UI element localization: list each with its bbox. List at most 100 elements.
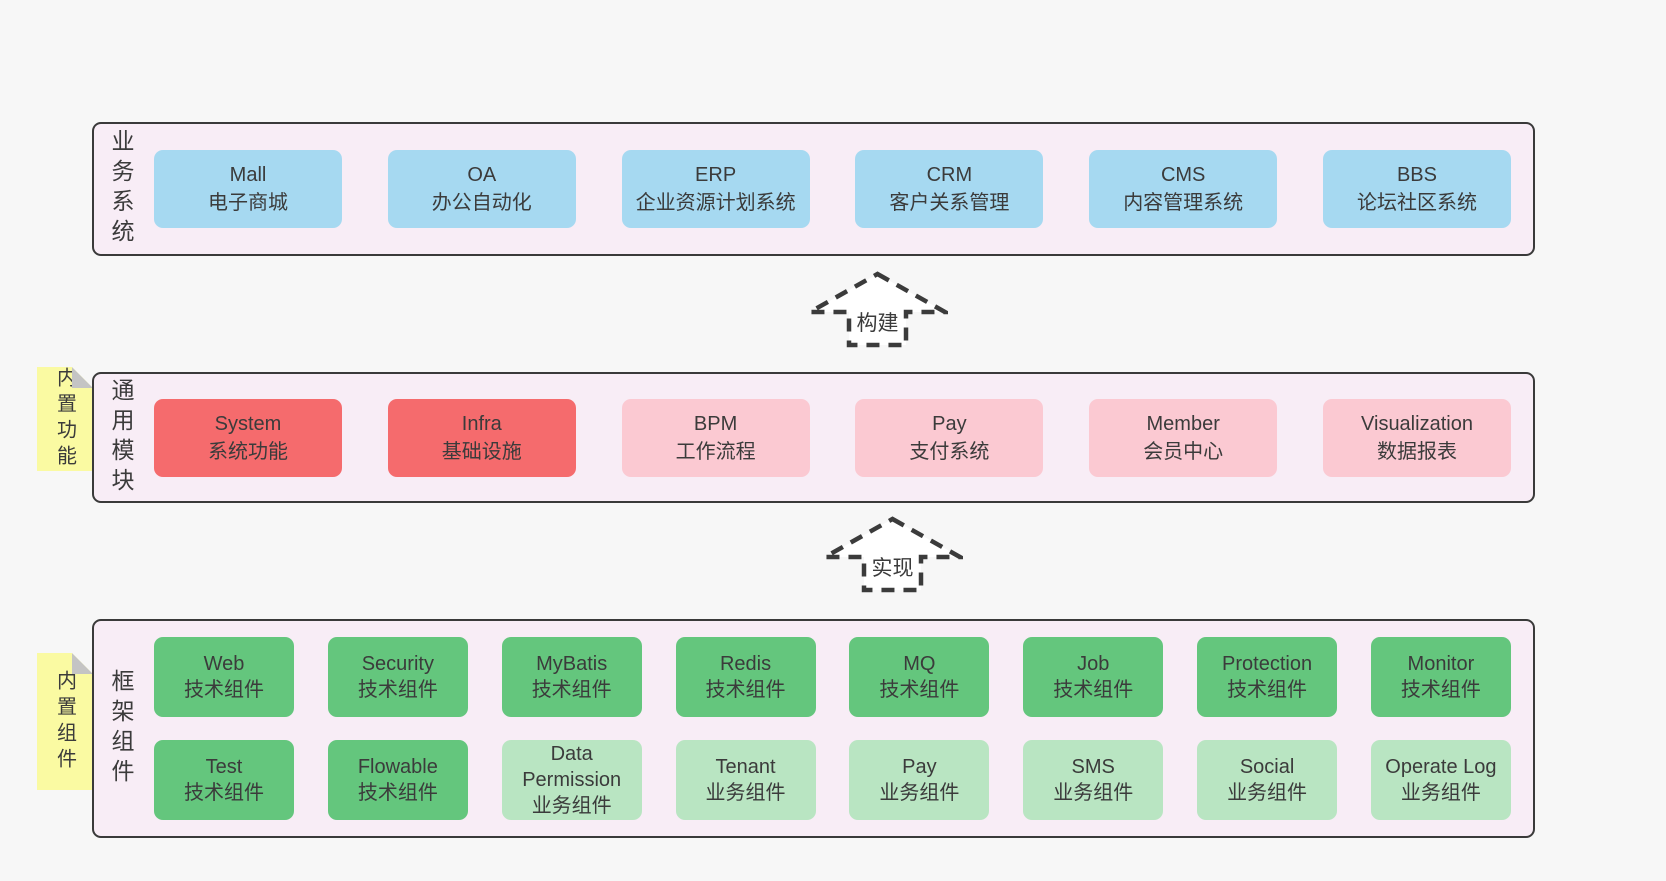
sticky-built-in-components: 内置组件 [37, 653, 93, 790]
box-subtitle: 工作流程 [675, 440, 756, 463]
box-title: Web [203, 653, 245, 675]
box-subtitle: 系统功能 [208, 440, 288, 463]
box-subtitle: 技术组件 [531, 679, 612, 701]
box-data-permission: Data Permission 业务组件 [501, 740, 642, 820]
box-operate-log: Operate Log 业务组件 [1370, 740, 1511, 820]
box-title: Social [1239, 756, 1295, 778]
box-pay-system: Pay 支付系统 [855, 398, 1044, 477]
box-title: Test [205, 756, 243, 778]
box-system: System 系统功能 [154, 398, 342, 477]
box-subtitle: 办公自动化 [431, 192, 532, 214]
box-subtitle: 业务组件 [531, 795, 612, 817]
box-subtitle: 技术组件 [357, 679, 438, 701]
build-arrow-label: 构建 [854, 307, 901, 337]
band-business-content: Mall 电子商城 OA 办公自动化 ERP 企业资源计划系统 CRM 客户关系… [138, 150, 1533, 228]
box-title: OA [467, 164, 497, 186]
box-cms: CMS 内容管理系统 [1089, 150, 1278, 228]
box-subtitle: 数据报表 [1376, 440, 1457, 463]
box-title: ERP [695, 164, 737, 186]
framework-row-1: Web 技术组件 Security 技术组件 MyBatis 技术组件 Redi… [154, 637, 1511, 717]
build-arrow: 构建 [807, 271, 948, 349]
box-subtitle: 技术组件 [357, 782, 438, 804]
band-common-modules: 通用模块 System 系统功能 Infra 基础设施 BPM 工作流程 Pay… [92, 372, 1535, 503]
box-title: SMS [1071, 756, 1115, 778]
box-title: MyBatis [536, 653, 608, 675]
box-social: Social 业务组件 [1197, 740, 1338, 820]
box-subtitle: 技术组件 [184, 679, 264, 701]
folded-corner-icon [72, 367, 93, 388]
box-subtitle: 技术组件 [879, 679, 960, 701]
implement-arrow-label: 实现 [869, 552, 916, 582]
box-title: Mall [229, 164, 267, 186]
box-subtitle: 技术组件 [1400, 679, 1481, 701]
box-oa: OA 办公自动化 [387, 150, 576, 228]
box-security: Security 技术组件 [327, 637, 468, 717]
box-subtitle: 业务组件 [705, 782, 786, 804]
sticky-text: 内置组件 [53, 669, 76, 774]
box-subtitle: 论坛社区系统 [1356, 192, 1477, 214]
box-sms: SMS 业务组件 [1023, 740, 1164, 820]
box-infra: Infra 基础设施 [387, 398, 576, 477]
box-subtitle: 业务组件 [879, 782, 960, 804]
box-bbs: BBS 论坛社区系统 [1322, 150, 1511, 228]
box-subtitle: 业务组件 [1400, 782, 1481, 804]
band-modules-content: System 系统功能 Infra 基础设施 BPM 工作流程 Pay 支付系统… [138, 398, 1533, 477]
box-title: Tenant [715, 756, 776, 778]
box-title: System [214, 412, 282, 435]
box-subtitle: 支付系统 [909, 440, 990, 463]
box-subtitle: 业务组件 [1053, 782, 1134, 804]
box-mall: Mall 电子商城 [154, 150, 342, 228]
box-title: Infra [461, 412, 502, 435]
box-protection: Protection 技术组件 [1197, 637, 1338, 717]
box-title: CRM [926, 164, 973, 186]
box-title: Protection [1222, 653, 1313, 675]
sticky-built-in-features: 内置功能 [37, 367, 93, 471]
box-title: Visualization [1361, 412, 1473, 435]
box-title: Member [1146, 412, 1220, 435]
band-framework-components: 框架组件 Web 技术组件 Security 技术组件 MyBatis 技术组件… [92, 619, 1535, 838]
box-title: Data Permission [522, 743, 622, 791]
box-title: BBS [1396, 164, 1437, 186]
box-title: Monitor [1407, 653, 1475, 675]
box-title: Redis [719, 653, 772, 675]
box-job: Job 技术组件 [1023, 637, 1164, 717]
box-flowable: Flowable 技术组件 [327, 740, 468, 820]
box-subtitle: 技术组件 [1053, 679, 1134, 701]
box-web: Web 技术组件 [154, 637, 294, 717]
box-visualization: Visualization 数据报表 [1322, 398, 1511, 477]
box-title: BPM [693, 412, 738, 435]
box-crm: CRM 客户关系管理 [855, 150, 1044, 228]
box-subtitle: 技术组件 [705, 679, 786, 701]
box-subtitle: 内容管理系统 [1123, 192, 1244, 214]
box-tenant: Tenant 业务组件 [675, 740, 816, 820]
box-subtitle: 技术组件 [184, 782, 264, 804]
folded-corner-icon [72, 653, 93, 674]
box-title: Operate Log [1385, 756, 1497, 778]
box-monitor: Monitor 技术组件 [1370, 637, 1511, 717]
box-title: Job [1077, 653, 1110, 675]
box-title: Security [361, 653, 434, 675]
band-framework-content: Web 技术组件 Security 技术组件 MyBatis 技术组件 Redi… [138, 637, 1533, 820]
box-title: Flowable [357, 756, 438, 778]
box-erp: ERP 企业资源计划系统 [621, 150, 810, 228]
box-title: CMS [1160, 164, 1206, 186]
band-modules-label: 通用模块 [108, 377, 134, 498]
framework-row-2: Test 技术组件 Flowable 技术组件 Data Permission … [154, 740, 1511, 820]
box-title: Pay [902, 756, 937, 778]
band-framework-label: 框架组件 [108, 668, 134, 789]
box-test: Test 技术组件 [154, 740, 294, 820]
box-subtitle: 会员中心 [1143, 440, 1224, 463]
box-bpm: BPM 工作流程 [621, 398, 810, 477]
box-subtitle: 技术组件 [1227, 679, 1308, 701]
implement-arrow: 实现 [822, 516, 963, 594]
box-member: Member 会员中心 [1089, 398, 1278, 477]
box-mybatis: MyBatis 技术组件 [501, 637, 642, 717]
box-redis: Redis 技术组件 [675, 637, 816, 717]
box-subtitle: 客户关系管理 [889, 192, 1010, 214]
box-title: MQ [903, 653, 936, 675]
band-business-label: 业务系统 [108, 129, 134, 249]
box-subtitle: 基础设施 [441, 440, 522, 463]
box-subtitle: 业务组件 [1227, 782, 1308, 804]
box-subtitle: 企业资源计划系统 [635, 192, 796, 214]
